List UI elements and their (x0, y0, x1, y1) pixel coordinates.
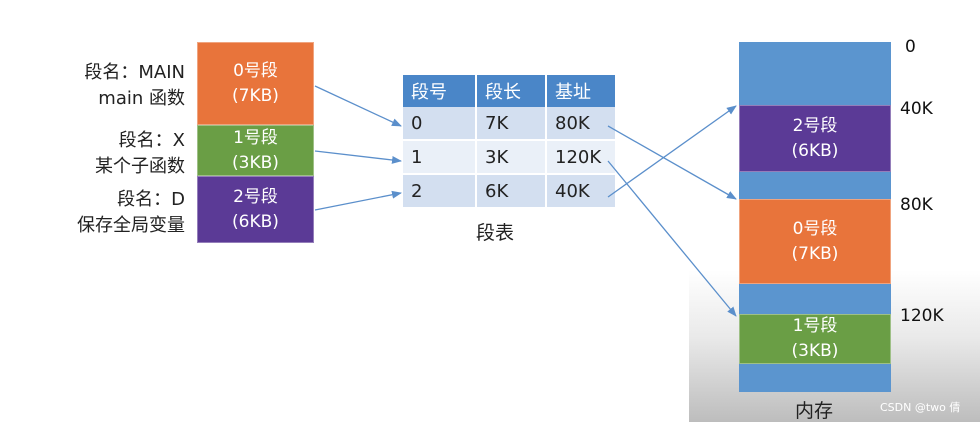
block-title: 2号段 (792, 115, 838, 136)
arrow-seg0-to-table (314, 85, 402, 127)
memory-block-segment-0: 0号段 (7KB) (739, 199, 891, 284)
segment-desc: 保存全局变量 (77, 215, 185, 236)
cell-length: 3K (476, 140, 547, 175)
segment-label-d: 段名：D 保存全局变量 (30, 187, 185, 239)
address-40k: 40K (900, 99, 933, 119)
address-0: 0 (905, 37, 916, 57)
memory-block-segment-2: 2号段 (6KB) (739, 105, 891, 172)
segment-desc: 某个子函数 (95, 156, 185, 177)
arrow-seg2-to-table (314, 190, 402, 211)
block-size: (7KB) (791, 243, 839, 264)
cell-base: 120K (546, 140, 617, 175)
block-size: (6KB) (791, 140, 839, 161)
block-size: (3KB) (232, 152, 279, 173)
segment-table-header: 段号 段长 基址 (403, 75, 617, 107)
block-size: (7KB) (232, 85, 279, 106)
memory-caption: 内存 (795, 400, 834, 422)
memory-block-segment-1: 1号段 (3KB) (739, 314, 891, 364)
segment-table-caption: 段表 (476, 222, 515, 244)
logical-segment-1: 1号段 (3KB) (197, 125, 314, 176)
watermark: CSDN @two 倩 (880, 401, 961, 414)
segment-table: 段号 段长 基址 0 7K 80K 1 3K 120K 2 6K 40K (403, 75, 617, 209)
header-base-address: 基址 (546, 75, 617, 107)
block-title: 0号段 (792, 218, 838, 239)
cell-length: 6K (476, 174, 547, 209)
block-title: 1号段 (792, 316, 838, 336)
segment-name: 段名：X (118, 130, 185, 151)
arrow-row1-to-memory (607, 160, 737, 317)
cell-segment-no: 2 (403, 174, 477, 209)
segment-name: 段名：D (117, 189, 185, 210)
block-title: 1号段 (233, 127, 278, 148)
segment-label-x: 段名：X 某个子函数 (40, 128, 185, 180)
cell-base: 40K (546, 174, 617, 209)
segment-name: 段名：MAIN (84, 62, 185, 83)
address-80k: 80K (900, 195, 933, 215)
arrow-seg1-to-table (314, 150, 402, 164)
table-row: 2 6K 40K (403, 174, 617, 209)
address-120k: 120K (900, 306, 944, 326)
table-row: 1 3K 120K (403, 140, 617, 175)
segment-label-main: 段名：MAIN main 函数 (40, 60, 185, 112)
logical-segment-2: 2号段 (6KB) (197, 176, 314, 243)
arrow-row2-to-memory (607, 105, 737, 198)
cell-segment-no: 1 (403, 140, 477, 175)
cell-base: 80K (546, 107, 617, 141)
cell-segment-no: 0 (403, 107, 477, 141)
block-title: 2号段 (233, 186, 278, 207)
header-segment-length: 段长 (476, 75, 547, 107)
block-size: (3KB) (791, 341, 839, 361)
segment-desc: main 函数 (98, 88, 185, 109)
table-row: 0 7K 80K (403, 107, 617, 141)
header-segment-no: 段号 (403, 75, 477, 107)
block-title: 0号段 (233, 60, 278, 81)
arrow-row0-to-memory (607, 125, 737, 200)
cell-length: 7K (476, 107, 547, 141)
logical-segment-0: 0号段 (7KB) (197, 42, 314, 125)
block-size: (6KB) (232, 211, 279, 232)
